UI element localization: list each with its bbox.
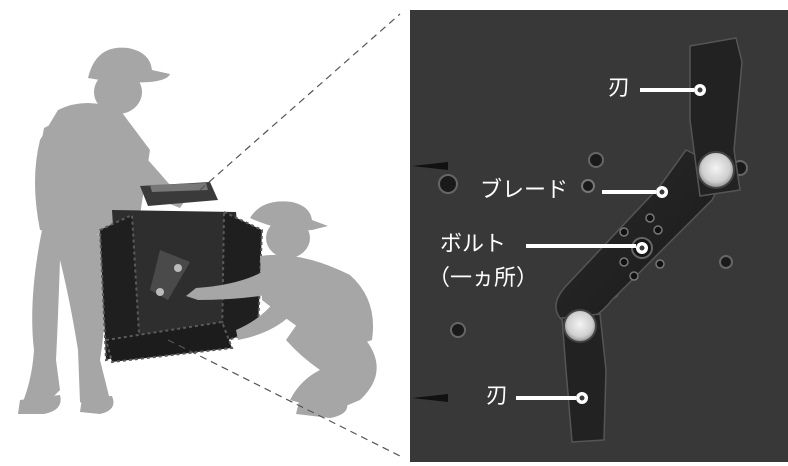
label-blade-top: 刃 bbox=[608, 76, 631, 101]
underside-photo bbox=[410, 10, 788, 462]
dashed-leader-bottom bbox=[167, 339, 401, 457]
mower-machine bbox=[98, 182, 264, 364]
label-bolt: ボルト bbox=[440, 232, 507, 257]
label-blade-bottom: 刃 bbox=[486, 384, 509, 409]
callout-blade-assembly bbox=[602, 186, 668, 198]
left-illustration bbox=[18, 13, 401, 457]
callout-blade-top bbox=[640, 84, 706, 96]
callout-bolt bbox=[526, 242, 648, 254]
label-bolt-note: （一ヵ所） bbox=[428, 266, 539, 291]
label-blade-assembly: ブレード bbox=[480, 178, 569, 203]
callout-blade-bottom bbox=[516, 392, 588, 404]
crouching-worker-silhouette bbox=[186, 201, 377, 418]
dashed-leader-top bbox=[199, 13, 401, 191]
blade-edge-bottom bbox=[561, 313, 607, 443]
screw-heads bbox=[438, 152, 748, 338]
